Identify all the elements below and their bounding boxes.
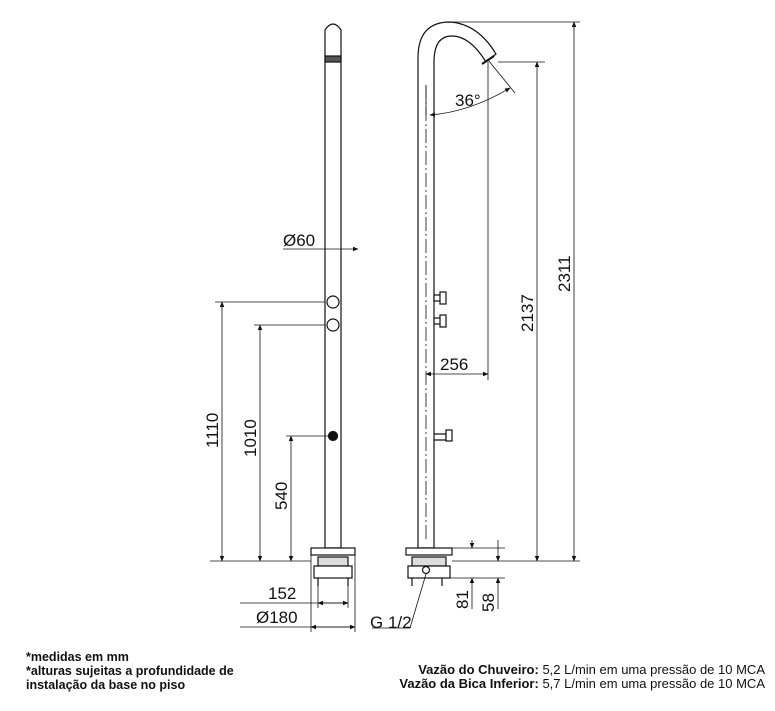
side-lower-valve-knob (439, 314, 447, 328)
front-base-foot (313, 565, 353, 579)
side-base-flange (405, 547, 453, 556)
front-spout-outlet (327, 430, 339, 442)
dim-total-height: 2311 (555, 255, 574, 292)
side-base-body (411, 556, 447, 567)
flow-shower: Vazão do Chuveiro: 5,2 L/min em uma pres… (399, 663, 765, 677)
note-units: *medidas em mm (26, 650, 129, 664)
side-view (405, 21, 497, 586)
dim-base-diameter: Ø180 (256, 608, 298, 627)
dim-spout-height: 540 (272, 482, 291, 510)
flow-shower-label: Vazão do Chuveiro: (418, 662, 539, 677)
note-heights-1: *alturas sujeitas a profundidade de (26, 664, 234, 678)
dim-diameter-pipe: Ø60 (283, 231, 315, 250)
dim-inlet-thread: G 1/2 (370, 613, 412, 632)
side-upper-valve-knob (439, 291, 447, 305)
dim-head-reach: 256 (440, 355, 468, 374)
front-shower-head (324, 55, 342, 63)
dim-lower-valve-height: 1010 (241, 419, 260, 457)
flow-rates: Vazão do Chuveiro: 5,2 L/min em uma pres… (399, 663, 765, 691)
dim-58: 58 (479, 593, 498, 612)
flow-spout-value: 5,7 L/min em uma pressão de 10 MCA (538, 676, 765, 691)
front-view (310, 23, 356, 586)
dim-upper-valve-height: 1110 (203, 413, 222, 448)
front-base-body (317, 556, 349, 567)
side-dimensions (372, 21, 580, 629)
front-lower-valve (326, 318, 340, 332)
front-base-flange (310, 547, 356, 556)
dim-base-width: 152 (268, 584, 296, 603)
measurement-notes: *medidas em mm *alturas sujeitas a profu… (26, 650, 234, 692)
technical-drawing: Ø60 1110 1010 540 152 Ø180 (203, 21, 580, 632)
dim-head-height: 2137 (518, 294, 537, 332)
front-column (324, 23, 342, 549)
dim-81: 81 (453, 590, 472, 609)
side-lower-spout (434, 433, 447, 441)
note-heights-2: instalação da base no piso (26, 678, 186, 692)
flow-spout: Vazão da Bica Inferior: 5,7 L/min em uma… (399, 677, 765, 691)
flow-shower-value: 5,2 L/min em uma pressão de 10 MCA (538, 662, 765, 677)
dim-spout-angle: 36° (455, 91, 481, 110)
flow-spout-label: Vazão da Bica Inferior: (399, 676, 539, 691)
front-dimensions (210, 246, 359, 632)
front-upper-valve (326, 295, 340, 309)
